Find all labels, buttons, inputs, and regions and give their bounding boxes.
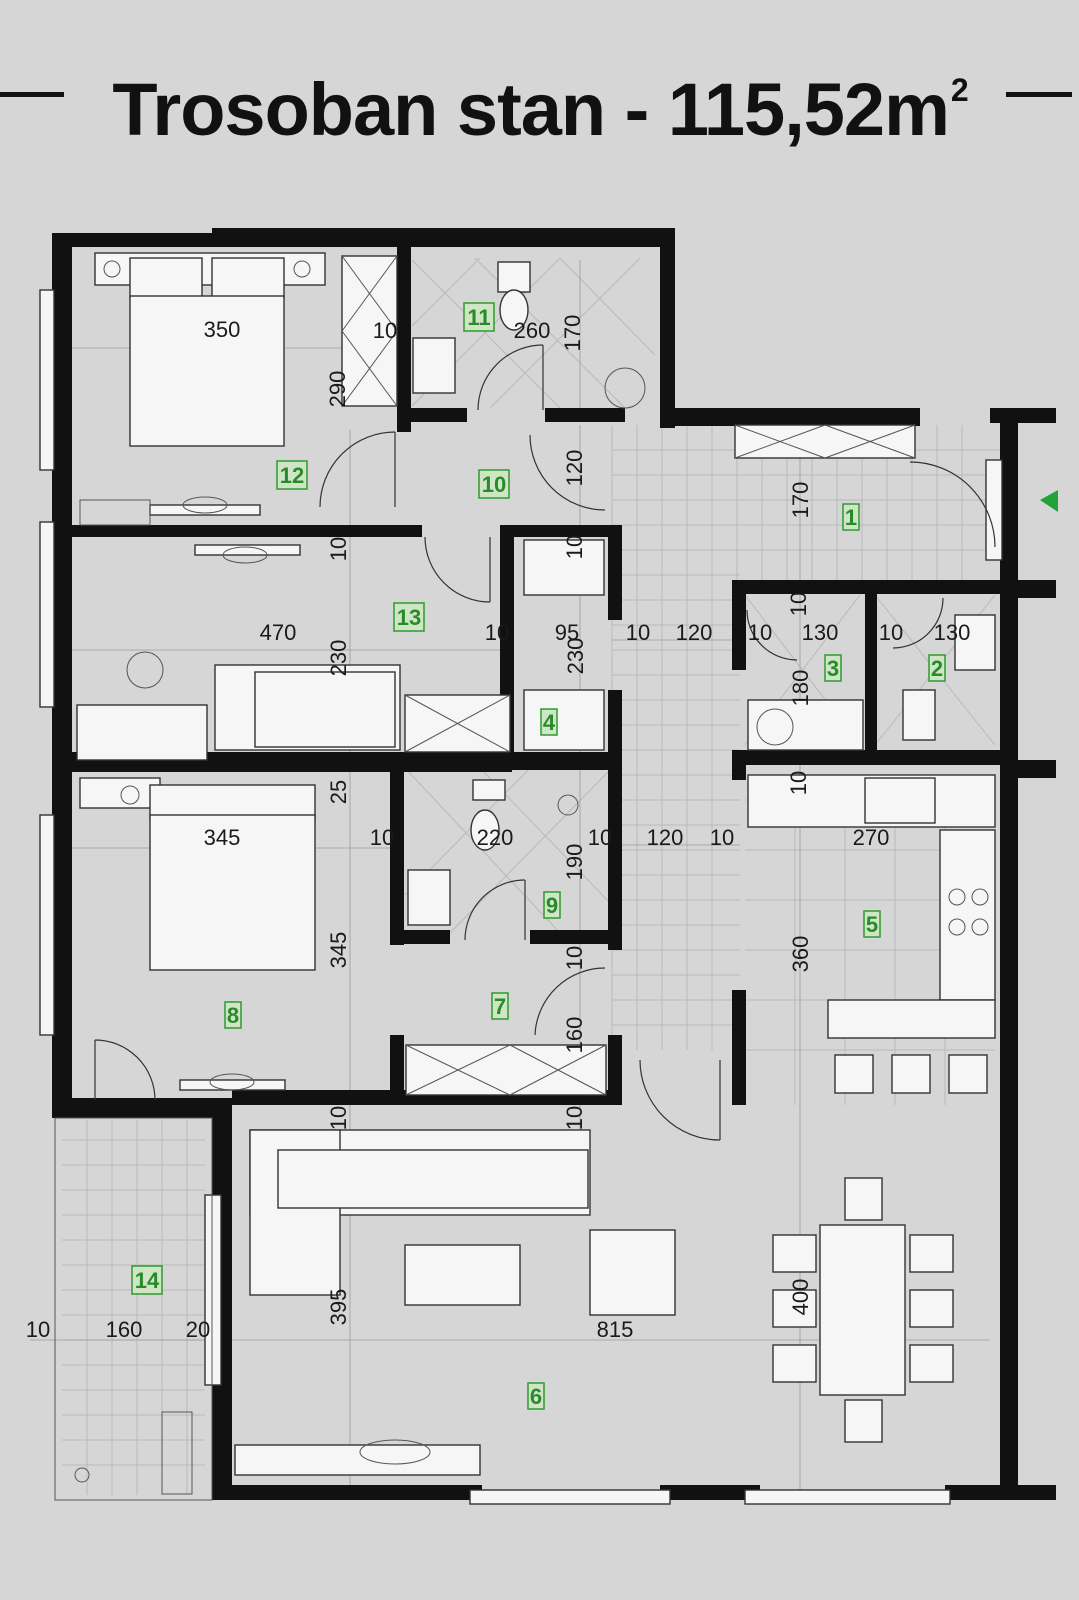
room-label-2: 2 (931, 656, 943, 681)
dim-label: 170 (560, 315, 585, 352)
dim-label: 10 (485, 620, 509, 645)
dim-label: 10 (562, 946, 587, 970)
dim-label: 10 (326, 537, 351, 561)
title-superscript: 2 (950, 72, 969, 108)
dim-label: 345 (204, 825, 241, 850)
dim-label: 10 (370, 825, 394, 850)
dim-label: 10 (748, 620, 772, 645)
tile-grid-terrace (62, 1120, 205, 1495)
dim-label: 10 (626, 620, 650, 645)
dim-label: 160 (562, 1017, 587, 1054)
room-label-13: 13 (397, 605, 421, 630)
dim-label: 10 (588, 825, 612, 850)
dim-label: 10 (562, 1106, 587, 1130)
room-label-1: 1 (845, 505, 857, 530)
dim-label: 470 (260, 620, 297, 645)
dim-label: 25 (326, 780, 351, 804)
room-label-11: 11 (467, 305, 490, 330)
room-label-4: 4 (543, 710, 556, 735)
plan-title: Trosoban stan - 115,52m2 (112, 68, 969, 151)
doors (94, 344, 996, 1141)
dim-label: 815 (597, 1317, 634, 1342)
dim-label: 180 (788, 670, 813, 707)
dim-label: 10 (326, 1106, 351, 1130)
dim-label: 290 (325, 371, 350, 408)
dim-label: 230 (563, 638, 588, 675)
room-label-9: 9 (546, 893, 558, 918)
walls (52, 228, 1056, 1500)
title-bar: Trosoban stan - 115,52m2 (0, 40, 1079, 151)
dim-label: 270 (853, 825, 890, 850)
dim-label: 10 (373, 318, 397, 343)
dim-label: 10 (562, 535, 587, 559)
dim-label: 350 (204, 317, 241, 342)
room-label-6: 6 (530, 1384, 542, 1409)
room-labels: 1 2 3 4 5 6 7 8 9 10 11 12 13 14 (131, 302, 946, 1410)
dimension-labels: 350 10 260 170 290 120 170 10 470 230 10… (26, 315, 971, 1342)
room-label-12: 12 (280, 463, 304, 488)
dim-label: 260 (514, 318, 551, 343)
room-label-8: 8 (227, 1003, 239, 1028)
entry-arrow-icon (1040, 490, 1058, 512)
dim-label: 170 (788, 482, 813, 519)
dim-label: 395 (326, 1289, 351, 1326)
room-label-14: 14 (135, 1268, 160, 1293)
room-label-5: 5 (866, 912, 878, 937)
room-label-10: 10 (482, 472, 506, 497)
dim-label: 20 (186, 1317, 210, 1342)
title-rule-left (0, 92, 64, 97)
dim-label: 220 (477, 825, 514, 850)
dim-label: 120 (676, 620, 713, 645)
room-label-3: 3 (827, 656, 839, 681)
dim-label: 160 (106, 1317, 143, 1342)
dim-label: 10 (26, 1317, 50, 1342)
furniture (74, 252, 996, 1495)
dim-label: 10 (786, 592, 811, 616)
dim-label: 95 (555, 620, 579, 645)
dim-label: 10 (879, 620, 903, 645)
dim-label: 10 (786, 771, 811, 795)
dim-label: 190 (562, 844, 587, 881)
dim-label: 120 (647, 825, 684, 850)
room-label-7: 7 (494, 994, 506, 1019)
dim-label: 120 (562, 450, 587, 487)
title-rule-right (1006, 92, 1072, 97)
dim-label: 400 (788, 1279, 813, 1316)
dim-label: 360 (788, 936, 813, 973)
dim-label: 130 (934, 620, 971, 645)
dim-label: 345 (326, 932, 351, 969)
dim-label: 10 (710, 825, 734, 850)
dim-label: 230 (326, 640, 351, 677)
dim-label: 130 (802, 620, 839, 645)
